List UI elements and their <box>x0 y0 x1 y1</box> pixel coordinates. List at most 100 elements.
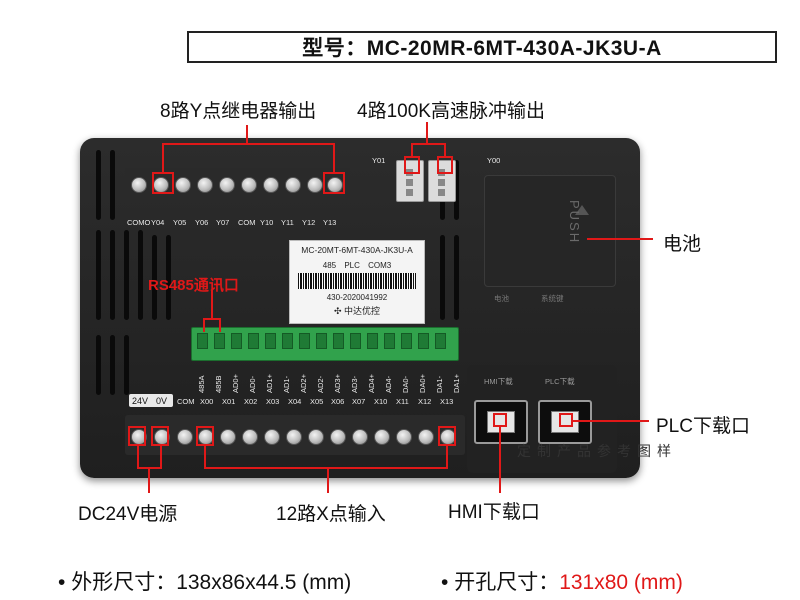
terminal-screw <box>219 177 235 193</box>
vent-slot <box>454 235 459 320</box>
top-terminal-label: COM <box>238 218 256 227</box>
vent-slot <box>152 235 157 320</box>
annotation-box <box>437 156 453 174</box>
top-terminal-label: COMO <box>127 218 151 227</box>
leader-line <box>327 467 329 493</box>
plc-usb-small-label: PLC下载 <box>545 377 575 386</box>
terminal-screw <box>285 177 301 193</box>
green-terminal-pin <box>231 333 242 349</box>
green-terminal-label: AD3+ <box>333 374 342 393</box>
top-terminal-label: Y07 <box>216 218 230 227</box>
leader-line <box>204 467 448 469</box>
y01-label: Y01 <box>372 156 386 165</box>
terminal-screw <box>175 177 191 193</box>
plc-usb-port[interactable] <box>538 400 592 444</box>
terminal-screw <box>220 429 236 445</box>
leader-line <box>203 318 221 320</box>
green-terminal-pin <box>299 333 310 349</box>
green-terminal-label: AD1+ <box>265 374 274 393</box>
green-terminal-label: 485A <box>197 375 206 393</box>
battery-small-label: 电池 <box>494 294 509 303</box>
leader-line <box>162 143 164 173</box>
leader-line <box>162 143 335 145</box>
terminal-screw <box>242 429 258 445</box>
bottom-terminal-label: X03 <box>266 397 280 406</box>
bottom-terminal-label: X01 <box>222 397 236 406</box>
terminal-screw <box>177 429 193 445</box>
leader-line <box>426 122 428 144</box>
leader-line <box>446 445 448 469</box>
terminal-screw <box>263 177 279 193</box>
vent-slot <box>138 230 143 320</box>
callout-relay-outputs: 8路Y点继电器输出 <box>160 101 317 122</box>
green-terminal-pin <box>214 333 225 349</box>
leader-line <box>148 467 150 493</box>
bullet-icon: • <box>58 571 66 594</box>
power-label-0v: 0V <box>156 396 168 406</box>
bottom-terminal-label: X06 <box>331 397 345 406</box>
vent-slot <box>96 230 101 320</box>
top-terminal-label: Y11 <box>281 218 294 227</box>
callout-hmi-download: HMI下载口 <box>448 502 540 523</box>
green-terminal-label: DA0+ <box>418 374 427 393</box>
top-terminal-label: Y12 <box>302 218 316 227</box>
bottom-terminal-label: X11 <box>396 397 409 406</box>
callout-battery: 电池 <box>663 234 702 255</box>
top-terminal-label: Y05 <box>173 218 187 227</box>
model-title-box: 型号：MC-20MR-6MT-430A-JK3U-A <box>187 31 777 63</box>
bottom-terminal-label: X13 <box>440 397 454 406</box>
bottom-terminal-label: COM <box>177 397 195 406</box>
terminal-screw <box>374 429 390 445</box>
vent-slot <box>440 235 445 320</box>
system-key-label: 系统键 <box>541 294 564 303</box>
vent-slot <box>96 335 101 395</box>
terminal-screw <box>308 429 324 445</box>
green-terminal-label: AD4+ <box>367 374 376 393</box>
terminal-screw <box>264 429 280 445</box>
green-terminal-pin <box>401 333 412 349</box>
leader-line <box>444 143 446 157</box>
green-terminal-pin <box>435 333 446 349</box>
spec-size: • 外形尺寸：138x86x44.5 (mm) <box>58 566 351 596</box>
green-terminal-label: AD2+ <box>299 374 308 393</box>
bottom-terminal-label: X04 <box>288 397 302 406</box>
green-terminal-pin <box>384 333 395 349</box>
green-terminal-pin <box>350 333 361 349</box>
top-terminal-label: Y06 <box>195 218 209 227</box>
terminal-screw <box>286 429 302 445</box>
terminal-screw <box>418 429 434 445</box>
terminal-screw <box>330 429 346 445</box>
spec-cutout: • 开孔尺寸：131x80 (mm) <box>441 566 683 596</box>
green-terminal-pin <box>282 333 293 349</box>
annotation-box <box>151 426 169 446</box>
hmi-usb-small-label: HMI下载 <box>484 377 513 386</box>
callout-plc-download: PLC下载口 <box>656 416 750 437</box>
annotation-box <box>128 426 146 446</box>
bottom-terminal-label: X10 <box>374 397 388 406</box>
vent-slot <box>454 160 459 220</box>
hmi-usb-port[interactable] <box>474 400 528 444</box>
terminal-screw <box>197 177 213 193</box>
leader-line <box>137 445 139 469</box>
green-terminal-pin <box>248 333 259 349</box>
annotation-box <box>152 172 174 194</box>
callout-pulse-outputs: 4路100K高速脉冲输出 <box>357 101 545 122</box>
nameplate-model: MC-20MT-6MT-430A-JK3U-A <box>301 245 413 255</box>
vent-slot <box>124 335 129 395</box>
annotation-box <box>493 413 507 427</box>
green-terminal-pin <box>316 333 327 349</box>
vent-slot <box>166 235 171 320</box>
green-terminal-label: AD0- <box>248 375 257 393</box>
leader-line <box>204 445 206 469</box>
annotation-box <box>323 172 345 194</box>
battery-push-text: PUSH <box>567 200 582 245</box>
vent-slot <box>110 230 115 320</box>
green-terminal-label: DA1- <box>435 375 444 393</box>
model-title: 型号：MC-20MR-6MT-430A-JK3U-A <box>302 37 662 60</box>
power-label-24v: 24V <box>132 396 149 406</box>
battery-cover <box>484 175 616 287</box>
nameplate: MC-20MT-6MT-430A-JK3U-A 485 PLC COM3 430… <box>289 240 425 324</box>
annotation-box <box>559 413 573 427</box>
green-terminal-label: DA0- <box>401 375 410 393</box>
y00-label: Y00 <box>487 156 501 165</box>
